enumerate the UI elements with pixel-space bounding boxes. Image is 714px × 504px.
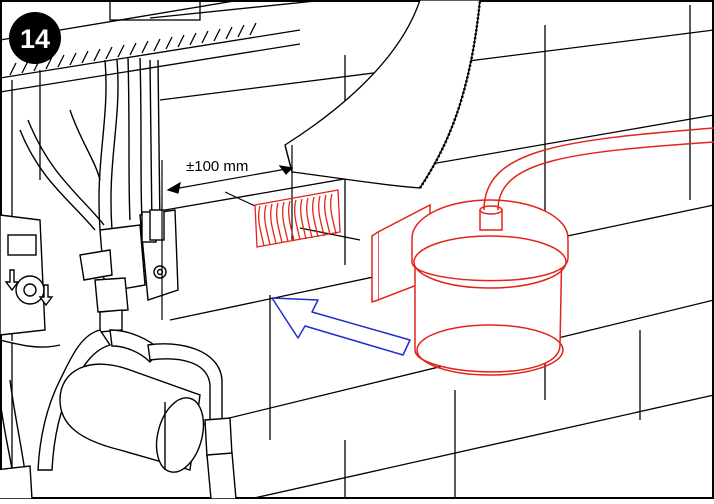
motor-cylinder — [59, 363, 205, 473]
valve-bracket — [79, 209, 179, 301]
pump-unit — [0, 214, 61, 348]
direction-arrow — [271, 297, 411, 356]
step-badge: 14 — [9, 12, 61, 64]
lower-piping — [0, 277, 237, 500]
dimension-label: ±100 mm — [186, 158, 248, 175]
red-container — [371, 127, 714, 376]
adhesive-strip — [254, 189, 341, 248]
vertical-pipes — [19, 57, 161, 231]
hanging-panel — [284, 0, 482, 189]
step-number: 14 — [20, 24, 50, 54]
